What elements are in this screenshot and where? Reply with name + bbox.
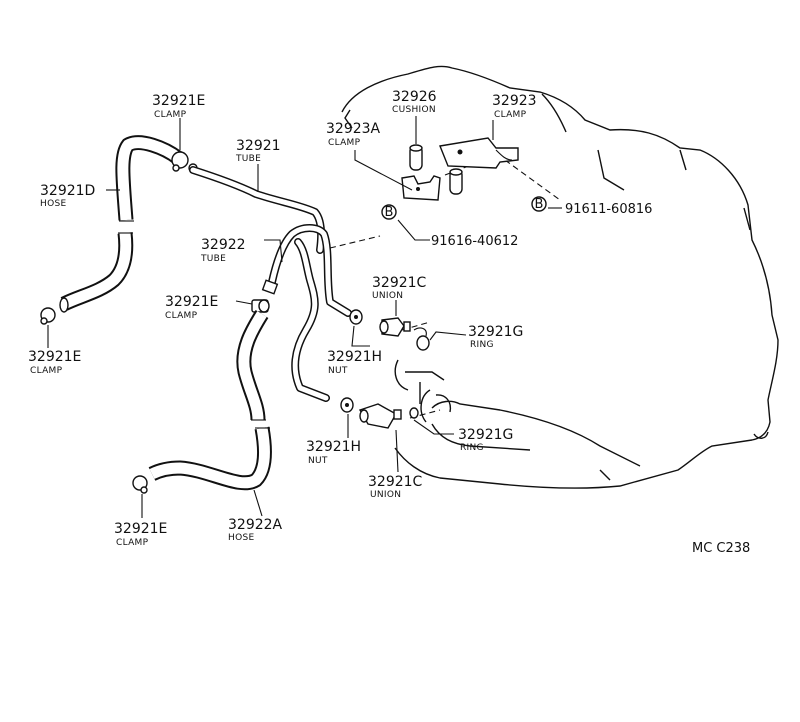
nut-32921h-bottom-part (340, 397, 354, 413)
hose-32921d-lower (59, 232, 134, 313)
label-num: 32921 (236, 138, 281, 154)
label-num: 32921E (28, 349, 81, 365)
label-union-32921c-bottom: 32921C UNION (368, 474, 423, 500)
label-sub: CUSHION (392, 105, 436, 115)
drawing-code: MC C238 (692, 541, 750, 556)
label-sub: NUT (328, 366, 348, 376)
label-tube-32921: 32921 TUBE (235, 138, 281, 164)
bolt-b-marker-right: B (531, 196, 547, 212)
label-num: 32922A (228, 517, 283, 533)
label-num: 32926 (392, 89, 437, 105)
label-num: 32923 (492, 93, 537, 109)
label-sub: HOSE (228, 533, 254, 543)
label-sub: RING (470, 340, 494, 350)
label-num: 32921E (114, 521, 167, 537)
label-num: 32922 (201, 237, 246, 253)
label-hose-32921d: 32921D HOSE (40, 183, 95, 209)
label-clamp-32921e-top: 32921E CLAMP (152, 93, 205, 120)
bolt-b-right-text: B (535, 197, 544, 212)
bolt-b-marker-mid: B (381, 204, 397, 220)
label-num: 91611-60816 (565, 202, 652, 217)
nut-32921h-top-part (349, 309, 363, 325)
label-sub: TUBE (235, 154, 261, 164)
clamp-32921e-left-part (40, 307, 56, 325)
label-clamp-32921e-bottom: 32921E CLAMP (114, 521, 167, 548)
label-sub: CLAMP (154, 110, 187, 120)
label-bolt-91616: 91616-40612 (431, 234, 518, 249)
label-tube-32922: 32922 TUBE (200, 237, 246, 264)
label-sub: CLAMP (116, 538, 149, 548)
union-32921c-top-part (379, 317, 411, 337)
clamp-32923-part (439, 137, 519, 169)
clamp-32921e-bottom-part (132, 475, 148, 494)
label-clamp-32923a: 32923A CLAMP (326, 121, 381, 148)
label-ring-32921g-bottom: 32921G RING (458, 427, 513, 453)
hose-32921d-upper (115, 135, 183, 222)
label-num: 32921C (372, 275, 427, 291)
bolt-b-mid-text: B (385, 205, 394, 220)
label-nut-32921h-top: 32921H NUT (327, 349, 382, 376)
label-sub: UNION (372, 291, 403, 301)
label-num: 32921E (165, 294, 218, 310)
label-num: 32921G (458, 427, 513, 443)
label-bolt-91611: 91611-60816 (565, 202, 652, 217)
label-sub: TUBE (200, 254, 226, 264)
transmission-housing (329, 65, 779, 489)
label-sub: CLAMP (30, 366, 63, 376)
label-num: 32921H (327, 349, 382, 365)
label-num: 32921H (306, 439, 361, 455)
clamp-32923a-part (401, 175, 441, 201)
union-32921c-bottom-part (358, 403, 402, 429)
hose-32922a (148, 310, 272, 491)
label-sub: RING (460, 443, 484, 453)
label-sub: HOSE (40, 199, 66, 209)
label-sub: CLAMP (328, 138, 361, 148)
label-sub: NUT (308, 456, 328, 466)
leader-lines (47, 116, 562, 518)
label-sub: CLAMP (165, 311, 198, 321)
label-nut-32921h-bottom: 32921H NUT (306, 439, 361, 466)
label-ring-32921g-top: 32921G RING (468, 324, 523, 350)
label-cushion-32926: 32926 CUSHION (392, 89, 437, 115)
label-clamp-32921e-left: 32921E CLAMP (28, 349, 81, 376)
label-sub: CLAMP (494, 110, 527, 120)
ring-32921g-bottom-part (409, 407, 419, 419)
label-clamp-32921e-mid: 32921E CLAMP (165, 294, 218, 321)
tube-32922 (261, 224, 352, 402)
cushion-32926-part (409, 144, 463, 195)
label-num: 32921D (40, 183, 95, 199)
label-union-32921c-top: 32921C UNION (372, 275, 427, 301)
ring-32921g-top-part (413, 327, 430, 351)
label-num: 32921C (368, 474, 423, 490)
label-clamp-32923: 32923 CLAMP (492, 93, 537, 120)
label-num: 32921E (152, 93, 205, 109)
label-hose-32922a: 32922A HOSE (228, 517, 283, 543)
label-sub: UNION (370, 490, 401, 500)
clamp-32921e-mid-part (251, 299, 270, 313)
label-num: 91616-40612 (431, 234, 518, 249)
label-num: 32921G (468, 324, 523, 340)
label-num: 32923A (326, 121, 381, 137)
